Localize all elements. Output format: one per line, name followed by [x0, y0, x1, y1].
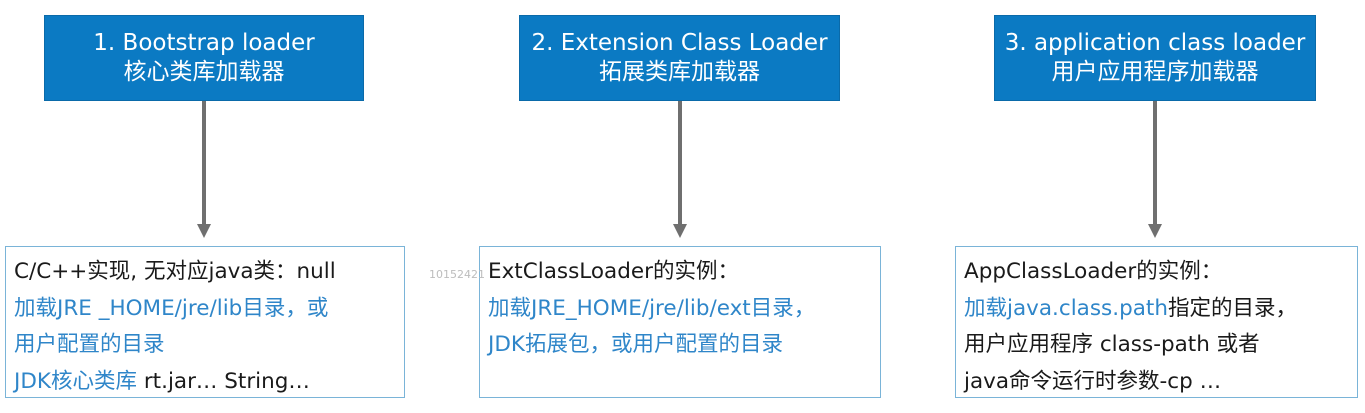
application-loader-box: 3. application class loader 用户应用程序加载器	[994, 15, 1316, 101]
detail-line: 加载java.class.path指定的目录，	[964, 291, 1357, 328]
detail-text: 指定的目录，	[1167, 295, 1297, 321]
loader-subtitle: 拓展类库加载器	[599, 59, 760, 85]
arrow-down-icon	[673, 224, 687, 238]
bootstrap-detail-box: C/C++实现, 无对应java类：null 加载JRE _HOME/jre/li…	[5, 246, 405, 398]
detail-line: JDK拓展包，或用户配置的目录	[488, 327, 880, 364]
extension-loader-box: 2. Extension Class Loader 拓展类库加载器	[519, 15, 840, 101]
detail-line: 用户应用程序 class-path 或者	[964, 327, 1357, 364]
detail-line: AppClassLoader的实例：	[964, 254, 1357, 291]
detail-line: java命令运行时参数-cp …	[964, 364, 1357, 398]
extension-detail-box: ExtClassLoader的实例： 加载JRE_HOME/jre/lib/ext…	[479, 246, 881, 398]
detail-line: 用户配置的目录	[14, 327, 404, 364]
detail-text: 加载JRE_HOME/jre/lib/ext目录，	[488, 295, 816, 321]
detail-text: java命令运行时参数-cp …	[964, 368, 1222, 394]
detail-text: JDK拓展包，或用户配置的目录	[488, 332, 783, 357]
loader-subtitle: 用户应用程序加载器	[1051, 59, 1259, 85]
detail-text: 加载java.class.path	[964, 295, 1168, 321]
detail-text: null	[296, 259, 336, 284]
loader-title: 2. Extension Class Loader	[531, 30, 828, 56]
application-detail-box: AppClassLoader的实例： 加载java.class.path指定的目录…	[955, 246, 1358, 398]
detail-text: 加载JRE _HOME/jre/lib目录，或	[14, 295, 329, 321]
loader-title: 1. Bootstrap loader	[93, 30, 315, 56]
detail-text: 用户配置的目录	[14, 332, 165, 357]
detail-line: C/C++实现, 无对应java类：null	[14, 254, 404, 291]
detail-text: ExtClassLoader的实例：	[488, 259, 739, 284]
bootstrap-loader-box: 1. Bootstrap loader 核心类库加载器	[44, 15, 364, 101]
watermark: 10152421	[429, 268, 485, 281]
detail-text: AppClassLoader的实例：	[964, 259, 1223, 284]
loader-title: 3. application class loader	[1004, 30, 1306, 56]
detail-line: 加载JRE_HOME/jre/lib/ext目录，	[488, 291, 880, 328]
detail-text: rt.jar… String…	[137, 368, 310, 394]
loader-subtitle: 核心类库加载器	[123, 59, 285, 85]
detail-text: C/C++实现, 无对应java类：	[14, 259, 297, 284]
arrow-down-icon	[1148, 224, 1162, 238]
detail-line: 加载JRE _HOME/jre/lib目录，或	[14, 291, 404, 328]
detail-line: JDK核心类库 rt.jar… String…	[14, 364, 404, 398]
detail-text: 用户应用程序 class-path 或者	[964, 332, 1260, 357]
detail-line: ExtClassLoader的实例：	[488, 254, 880, 291]
detail-text: JDK核心类库	[14, 368, 137, 394]
connector-line	[678, 101, 682, 229]
connector-line	[202, 101, 206, 229]
connector-line	[1153, 101, 1157, 229]
arrow-down-icon	[197, 224, 211, 238]
